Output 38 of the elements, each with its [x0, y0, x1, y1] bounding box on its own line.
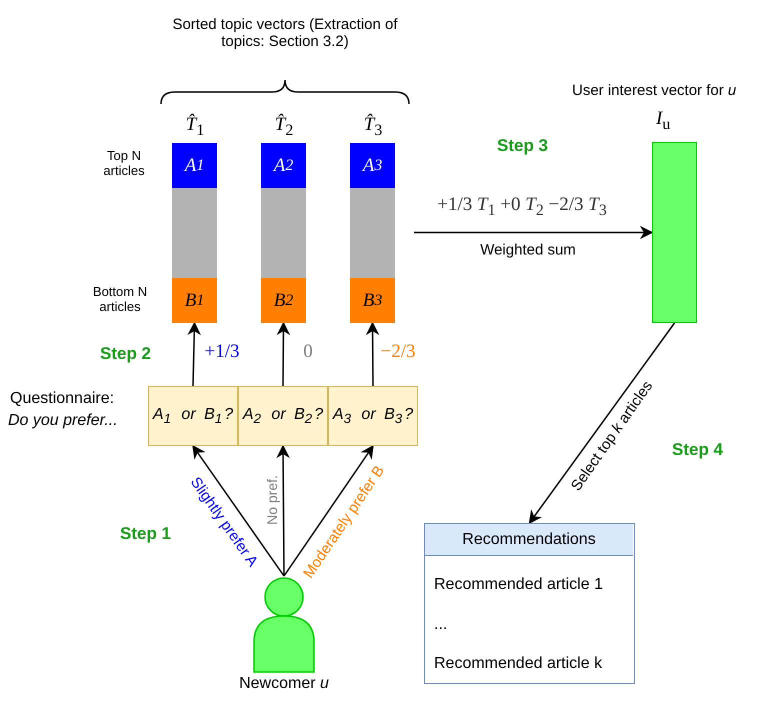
- list-item: Recommended article 1: [426, 566, 635, 604]
- vector-segment: [261, 188, 306, 278]
- arrow: [276, 322, 290, 386]
- arrow: [528, 322, 676, 524]
- arrow: [366, 322, 380, 386]
- text-label: Top N articles: [102, 148, 146, 178]
- topic-symbol: T̂$_{3}$: [362, 112, 384, 141]
- questionnaire-heading: Questionnaire:: [10, 390, 114, 408]
- arrow: [283, 444, 374, 576]
- question-cell: A$_{2}$ or B$_{2}$?: [238, 386, 328, 446]
- arrow: [414, 226, 654, 240]
- list-item: Recommended article k: [426, 645, 635, 683]
- step-label: Step 1: [120, 524, 172, 544]
- vector-symbol: I$_{u}$: [656, 108, 670, 134]
- vector-caption: User interest vector for u: [572, 82, 736, 99]
- text-label: Bottom N articles: [92, 284, 148, 314]
- vector-segment: [172, 188, 217, 278]
- person-caption: Newcomer u: [238, 675, 330, 693]
- step-label: Step 3: [497, 136, 548, 156]
- list-header: Recommendations: [425, 524, 633, 556]
- edge-label: −2/3: [380, 341, 416, 363]
- step-label: Step 2: [100, 344, 152, 364]
- topic-symbol: T̂$_{2}$: [274, 112, 294, 141]
- formula: +1/3 T$_{1}$ +0 T$_{2}$ −2/3 T$_{3}$: [436, 193, 608, 221]
- vector-segment: [350, 188, 395, 278]
- edge-label: No pref.: [264, 475, 280, 525]
- topic-symbol: T̂$_{1}$: [184, 112, 206, 141]
- questionnaire-prompt: Do you prefer...: [8, 412, 118, 430]
- step-label: Step 4: [672, 440, 724, 460]
- edge-label: 0: [303, 341, 313, 363]
- list-item: ...: [426, 607, 635, 643]
- recommendation-list: [424, 523, 635, 684]
- arrow: [192, 444, 285, 576]
- edge-label: Weighted sum: [480, 242, 576, 258]
- text-label: Sorted topic vectors (Extraction of topics: Section 3.2): [171, 16, 399, 50]
- edge-label: +1/3: [204, 341, 240, 363]
- arrow: [276, 444, 290, 576]
- arrow: [187, 322, 201, 386]
